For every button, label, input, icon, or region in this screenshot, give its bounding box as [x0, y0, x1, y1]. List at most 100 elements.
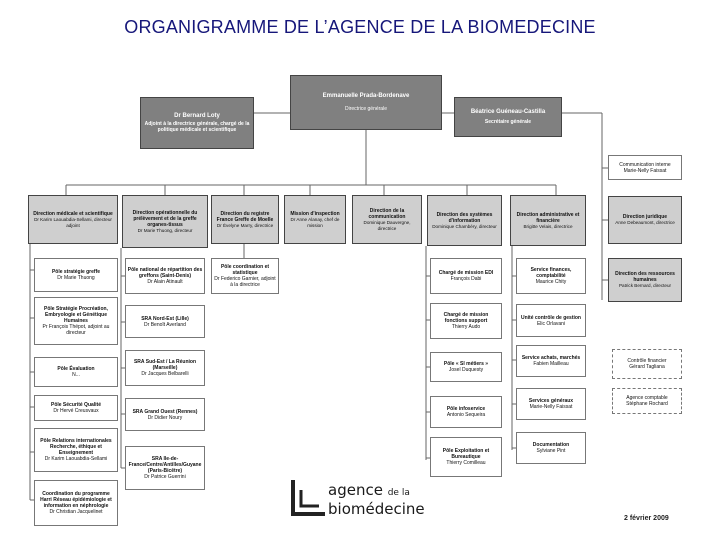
agent-box: Agence comptable Stéphane Rochard: [612, 388, 682, 414]
pole-name: Pôle Sécurité Qualité: [50, 402, 102, 408]
direction-name: Mission d'inspection: [290, 211, 340, 217]
pole-name: Pôle national de répartition des greffon…: [127, 267, 203, 279]
pole-name: Pôle Évaluation: [57, 366, 95, 372]
pole-name: Pôle infoservice: [446, 406, 486, 412]
direction-communication-box: Direction de la communication Dominique …: [352, 195, 422, 244]
pole-box: Pôle Évaluation N...: [34, 357, 118, 387]
direction-administrative-box: Direction administrative et financière B…: [510, 195, 586, 246]
mission-name: Chargé de mission EDI: [438, 270, 494, 276]
communication-name: Communication interne: [619, 161, 671, 168]
juridique-box: Direction juridique Anne Debeaumont, dir…: [608, 196, 682, 244]
service-person: Maurice Chity: [535, 279, 567, 285]
agent-name: Agence comptable: [626, 395, 668, 401]
pole-person: Dr Marie Thuong: [57, 275, 95, 281]
pole-box: Pôle « SI métiers » Josel Duquesty: [430, 352, 502, 382]
pole-person: Dr Christian Jacquelinet: [49, 509, 103, 515]
direction-name: Direction des systèmes d'information: [436, 211, 493, 224]
pole-person: Antonio Sequeira: [446, 412, 486, 418]
service-name: Services généraux: [528, 398, 574, 404]
mission-person: Thierry Audo: [451, 324, 481, 330]
mission-inspection-box: Mission d'inspection Dr Anne Alanay, che…: [284, 195, 346, 244]
juridique-name: Direction juridique: [622, 214, 668, 221]
direction-person: Dr Marie Thuong, directeur: [137, 227, 193, 233]
communication-box: Communication interne Marie-Nelly Faissa…: [608, 155, 682, 180]
pole-box: Pôle stratégie greffe Dr Marie Thuong: [34, 258, 118, 292]
controle-name: Contrôle financier: [627, 358, 667, 364]
service-box: Documentation Sylviane Pint: [516, 432, 586, 464]
service-box: Service achats, marchés Fabien Mailleau: [516, 345, 586, 377]
agence-logo-text: agence de la biomédecine: [328, 483, 425, 518]
service-box: Services généraux Marie-Nelly Faissat: [516, 388, 586, 420]
pole-box: Pôle national de répartition des greffon…: [125, 258, 205, 294]
pole-person: Pr François Thépot, adjoint au directeur: [42, 324, 110, 336]
pole-box: Coordination du programme Harri Réseau é…: [34, 480, 118, 526]
service-box: Unité contrôle de gestion Elic Orlavani: [516, 304, 586, 337]
page-title: ORGANIGRAMME DE L’AGENCE DE LA BIOMEDECI…: [124, 17, 596, 37]
direction-name: Direction opérationnelle du prélèvement …: [132, 209, 198, 228]
director-role: Directrice générale: [345, 105, 387, 112]
mission-box: Chargé de mission EDI François Dabi: [430, 258, 502, 294]
agence-logo-mark: [291, 480, 325, 516]
pole-name: Coordination du programme Harri Réseau é…: [40, 491, 112, 509]
sra-person: Dr Jacques Belbarelli: [141, 371, 189, 377]
pole-person: Dr Hervé Creusvaux: [53, 408, 99, 414]
sra-name: SRA Nord-Est (Lille): [141, 315, 189, 322]
service-person: Elic Orlavani: [536, 320, 566, 327]
pole-name: Pôle coordination et statistique: [220, 264, 270, 276]
rh-person: Patrick Bernard, directeur: [618, 283, 672, 289]
logo-line2: biomédecine: [328, 500, 425, 518]
sra-person: Dr Benoît Averland: [144, 321, 186, 328]
sra-name: SRA Grand Ouest (Rennes): [132, 408, 198, 415]
pole-person: N...: [72, 372, 80, 378]
service-name: Service achats, marchés: [521, 355, 581, 361]
pole-name: Pôle stratégie greffe: [51, 269, 101, 275]
logo-line1-small: de la: [387, 488, 410, 498]
sra-name: SRA Ile-de-France/Centre/Antilles/Guyane…: [128, 456, 202, 474]
adjoint-box: Dr Bernard Loty Adjoint à la directrice …: [140, 97, 254, 149]
mission-name: Chargé de mission fonctions support: [443, 312, 489, 324]
sra-box: SRA Nord-Est (Lille) Dr Benoît Averland: [125, 305, 205, 338]
rh-name: Direction des ressources humaines: [615, 271, 675, 284]
direction-registre-box: Direction du registre France Greffe de M…: [211, 195, 279, 244]
pole-box: Pôle coordination et statistique Dr Fede…: [211, 258, 279, 294]
service-person: Sylviane Pint: [536, 448, 566, 454]
mission-person: François Dabi: [450, 276, 482, 282]
direction-medicale-box: Direction médicale et scientifique Dr Ka…: [28, 195, 118, 244]
secretary-name: Béatrice Guéneau-Castilla: [470, 108, 546, 115]
director-name: Emmanuelle Prada-Bordenave: [322, 93, 410, 100]
service-name: Documentation: [532, 442, 570, 448]
pole-box: Pôle infoservice Antonio Sequeira: [430, 396, 502, 428]
agent-person: Stéphane Rochard: [626, 401, 668, 407]
juridique-person: Anne Debeaumont, directrice: [615, 220, 675, 226]
sra-box: SRA Sud-Est / La Réunion (Marseille) Dr …: [125, 350, 205, 386]
document-date: 2 février 2009: [624, 515, 669, 522]
secretary-box: Béatrice Guéneau-Castilla Secrétaire gén…: [454, 97, 562, 137]
service-person: Marie-Nelly Faissat: [529, 404, 573, 410]
pole-person: Dr Federico Garnier, adjoint à la direct…: [214, 276, 276, 288]
direction-person: Dominique Dauvergne, directrice: [363, 220, 411, 231]
direction-person: Brigitte Velais, directrice: [523, 223, 573, 229]
pole-name: Pôle Stratégie Procréation, Embryologie …: [44, 306, 108, 324]
secretary-role: Secrétaire générale: [484, 119, 532, 126]
pole-box: Pôle Stratégie Procréation, Embryologie …: [34, 297, 118, 345]
communication-person: Marie-Nelly Faissat: [623, 167, 667, 174]
direction-person: Dominique Chambéry, directeur: [432, 223, 497, 229]
service-name: Unité contrôle de gestion: [520, 314, 581, 321]
direction-person: Dr Karim Laouabdia-Sellami, directeur ad…: [34, 217, 112, 228]
pole-name: Pôle Relations internationales Recherche…: [40, 438, 112, 456]
direction-name: Direction du registre France Greffe de M…: [216, 210, 274, 223]
service-name: Service finances, comptabilité: [530, 267, 572, 279]
controle-person: Gérard Tagliana: [629, 364, 665, 370]
service-person: Fabien Mailleau: [533, 361, 569, 367]
sra-box: SRA Grand Ouest (Rennes) Dr Didier Noury: [125, 398, 205, 431]
sra-box: SRA Ile-de-France/Centre/Antilles/Guyane…: [125, 446, 205, 490]
rh-box: Direction des ressources humaines Patric…: [608, 258, 682, 302]
director-box: Emmanuelle Prada-Bordenave Directrice gé…: [290, 75, 442, 130]
logo-line1: agence: [328, 481, 383, 499]
pole-box: Pôle Sécurité Qualité Dr Hervé Creusvaux: [34, 395, 118, 421]
direction-name: Direction administrative et financière: [516, 211, 580, 224]
pole-person: Dr Alain Atinault: [147, 279, 183, 285]
pole-box: Pôle Exploitation et Bureautique Thierry…: [430, 437, 502, 477]
pole-name: Pôle « SI métiers »: [443, 361, 489, 367]
